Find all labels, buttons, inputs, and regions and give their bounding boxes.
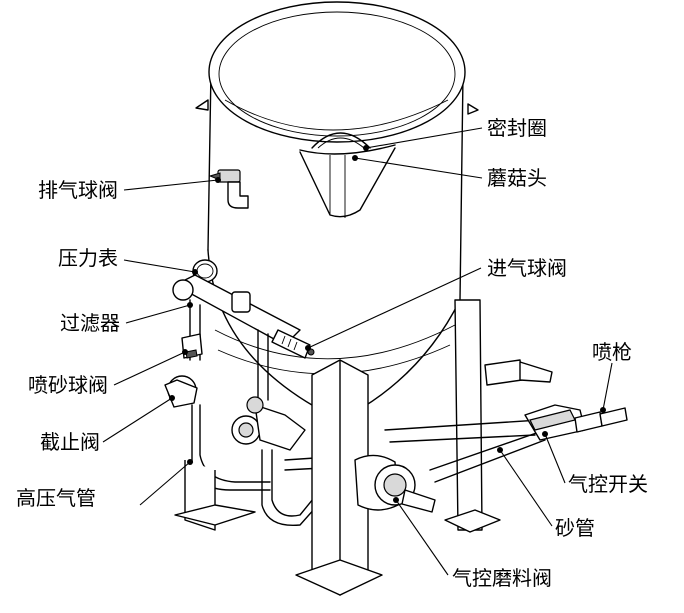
exhaust-ball-valve bbox=[208, 169, 249, 209]
leader-lines bbox=[102, 127, 613, 576]
pneumatic-switch bbox=[524, 404, 586, 441]
label-pressure-gauge: 压力表 bbox=[58, 246, 118, 270]
label-sand-ball-valve: 喷砂球阀 bbox=[28, 373, 108, 397]
stop-valve-right bbox=[231, 396, 306, 451]
spray-gun bbox=[484, 359, 628, 433]
label-mushroom-head: 蘑菇头 bbox=[487, 166, 547, 190]
mushroom-head bbox=[299, 147, 396, 218]
pneumatic-abrasive-valve bbox=[354, 454, 436, 513]
label-pneumatic-switch: 气控开关 bbox=[568, 472, 648, 496]
sand-hose bbox=[384, 419, 546, 483]
label-pneumatic-abrasive-valve: 气控磨料阀 bbox=[452, 566, 552, 590]
label-inlet-ball-valve: 进气球阀 bbox=[487, 256, 567, 280]
label-stop-valve: 截止阀 bbox=[40, 430, 100, 454]
seal-ring bbox=[299, 132, 396, 155]
label-filter: 过滤器 bbox=[60, 311, 120, 335]
label-sand-hose: 砂管 bbox=[555, 516, 595, 540]
legs bbox=[174, 299, 501, 596]
label-high-pressure-hose: 高压气管 bbox=[16, 486, 96, 510]
tank bbox=[195, 1, 479, 421]
label-exhaust-ball-valve: 排气球阀 bbox=[38, 178, 118, 202]
label-seal-ring: 密封圈 bbox=[487, 116, 547, 140]
stop-valve-left bbox=[164, 375, 198, 408]
label-spray-gun: 喷枪 bbox=[592, 340, 632, 364]
